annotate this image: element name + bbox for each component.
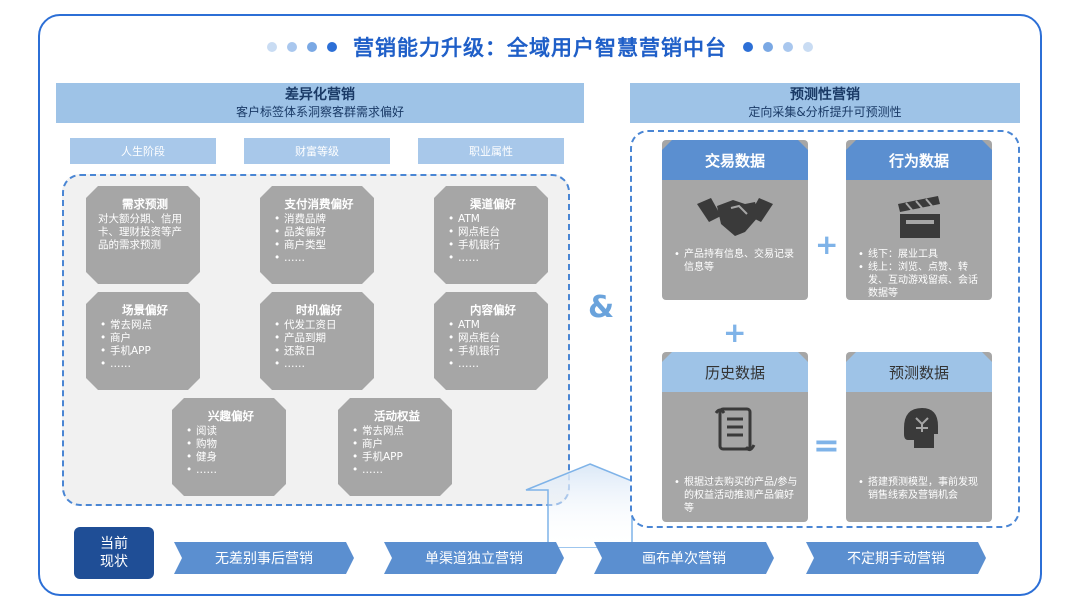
list-item: 手机银行 xyxy=(446,239,540,252)
ai-head-icon xyxy=(846,400,992,458)
list-item: 购物 xyxy=(184,438,278,451)
list-item: 商户 xyxy=(350,438,444,451)
list-item: 网点柜台 xyxy=(446,332,540,345)
dot-icon xyxy=(783,42,793,52)
clapperboard-icon xyxy=(846,188,992,246)
plus-operator: + xyxy=(815,228,839,261)
card-desc: 对大额分期、信用卡、理财投资等产品的需求预测 xyxy=(98,213,182,251)
list-item: …… xyxy=(98,358,192,371)
tag-life-stage: 人生阶段 xyxy=(70,138,216,164)
list-item: 商户类型 xyxy=(272,239,366,252)
list-item: 网点柜台 xyxy=(446,226,540,239)
list-item: 阅读 xyxy=(184,425,278,438)
card-trade-data: 交易数据 产品持有信息、交易记录信息等 xyxy=(662,140,808,300)
right-subheading: 定向采集&分析提升可预测性 xyxy=(748,104,902,119)
card-title: 渠道偏好 xyxy=(470,197,516,211)
scroll-icon xyxy=(662,400,808,458)
left-section-header: 差异化营销 客户标签体系洞察客群需求偏好 xyxy=(56,83,584,123)
card-title: 需求预测 xyxy=(122,197,168,211)
list-item: …… xyxy=(272,252,366,265)
badge-line: 当前 xyxy=(100,536,128,552)
card-prediction-data: 预测数据 搭建预测模型，事前发现销售线索及营销机会 xyxy=(846,352,992,522)
list-item: …… xyxy=(272,358,366,371)
list-item: 手机APP xyxy=(350,451,444,464)
list-item: 还款日 xyxy=(272,345,366,358)
card-interest-preference: 兴趣偏好 阅读 购物 健身 …… xyxy=(172,398,286,496)
list-item: …… xyxy=(446,358,540,371)
plus-operator: + xyxy=(723,316,747,349)
dot-icon xyxy=(267,42,277,52)
list-item: 商户 xyxy=(98,332,192,345)
dot-icon xyxy=(743,42,753,52)
list-item: 线下：展业工具 xyxy=(856,248,986,261)
list-item: 消费品牌 xyxy=(272,213,366,226)
list-item: …… xyxy=(446,252,540,265)
dot-icon xyxy=(763,42,773,52)
card-history-data: 历史数据 根据过去购买的产品/参与的权益活动推测产品偏好等 xyxy=(662,352,808,522)
list-item: 搭建预测模型，事前发现销售线索及营销机会 xyxy=(856,476,986,502)
card-title: 预测数据 xyxy=(846,352,992,392)
ampersand-connector: & xyxy=(588,290,615,325)
card-demand-forecast: 需求预测 对大额分期、信用卡、理财投资等产品的需求预测 xyxy=(86,186,200,284)
card-title: 活动权益 xyxy=(374,409,420,423)
title-row: 营销能力升级：全域用户智慧营销中台 xyxy=(0,32,1080,62)
dot-icon xyxy=(307,42,317,52)
list-item: 手机银行 xyxy=(446,345,540,358)
status-item-undifferentiated: 无差别事后营销 xyxy=(174,542,354,574)
card-title: 交易数据 xyxy=(662,140,808,180)
card-title: 内容偏好 xyxy=(470,303,516,317)
equals-operator: = xyxy=(813,426,840,464)
list-item: 产品到期 xyxy=(272,332,366,345)
left-heading: 差异化营销 xyxy=(285,86,355,103)
list-item: ATM xyxy=(446,213,540,226)
list-item: 根据过去购买的产品/参与的权益活动推测产品偏好等 xyxy=(672,476,802,515)
list-item: 代发工资日 xyxy=(272,319,366,332)
right-heading: 预测性营销 xyxy=(790,86,860,103)
card-timing-preference: 时机偏好 代发工资日 产品到期 还款日 …… xyxy=(260,292,374,390)
dot-icon xyxy=(287,42,297,52)
card-scene-preference: 场景偏好 常去网点 商户 手机APP …… xyxy=(86,292,200,390)
card-title: 支付消费偏好 xyxy=(284,197,354,211)
list-item: 常去网点 xyxy=(98,319,192,332)
tag-wealth-level: 财富等级 xyxy=(244,138,390,164)
left-subheading: 客户标签体系洞察客群需求偏好 xyxy=(235,104,404,119)
page-title: 营销能力升级：全域用户智慧营销中台 xyxy=(353,36,727,60)
card-campaign-benefits: 活动权益 常去网点 商户 手机APP …… xyxy=(338,398,452,496)
status-item-canvas: 画布单次营销 xyxy=(594,542,774,574)
dot-icon xyxy=(327,42,337,52)
dot-icon xyxy=(803,42,813,52)
list-item: 常去网点 xyxy=(350,425,444,438)
card-title: 场景偏好 xyxy=(122,303,168,317)
list-item: …… xyxy=(184,464,278,477)
current-status-badge: 当前 现状 xyxy=(74,527,154,579)
list-item: ATM xyxy=(446,319,540,332)
badge-line: 现状 xyxy=(100,554,128,570)
status-item-single-channel: 单渠道独立营销 xyxy=(384,542,564,574)
handshake-icon xyxy=(662,188,808,246)
card-title: 兴趣偏好 xyxy=(208,409,254,423)
card-content-preference: 内容偏好 ATM 网点柜台 手机银行 …… xyxy=(434,292,548,390)
list-item: 品类偏好 xyxy=(272,226,366,239)
status-item-manual: 不定期手动营销 xyxy=(806,542,986,574)
card-title: 行为数据 xyxy=(846,140,992,180)
list-item: 线上：浏览、点赞、转发、互动游戏留痕、会话数据等 xyxy=(856,261,986,300)
list-item: 手机APP xyxy=(98,345,192,358)
card-title: 时机偏好 xyxy=(296,303,342,317)
card-payment-preference: 支付消费偏好 消费品牌 品类偏好 商户类型 …… xyxy=(260,186,374,284)
right-section-header: 预测性营销 定向采集&分析提升可预测性 xyxy=(630,83,1020,123)
list-item: 产品持有信息、交易记录信息等 xyxy=(672,248,802,274)
list-item: 健身 xyxy=(184,451,278,464)
list-item: …… xyxy=(350,464,444,477)
card-channel-preference: 渠道偏好 ATM 网点柜台 手机银行 …… xyxy=(434,186,548,284)
tag-occupation: 职业属性 xyxy=(418,138,564,164)
card-title: 历史数据 xyxy=(662,352,808,392)
card-behavior-data: 行为数据 线下：展业工具 线上：浏览、点赞、转发、互动游戏留痕、会话数据等 xyxy=(846,140,992,300)
